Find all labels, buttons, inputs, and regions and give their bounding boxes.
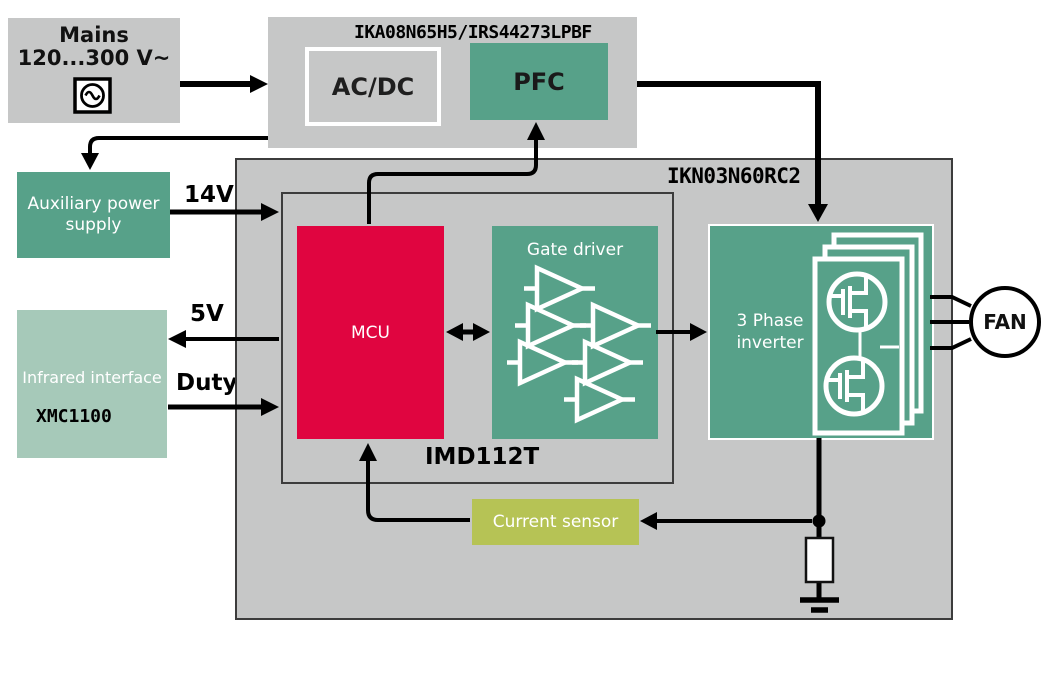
mains-block: Mains 120...300 V~ [8,18,180,123]
signal-label-14v: 14V [184,182,234,208]
signal-label-5v: 5V [190,301,224,327]
mains-voltage-range: 120...300 V~ [17,46,171,71]
infrared-interface-block: Infrared interface XMC1100 [17,310,167,458]
connector-stage-to-aux [88,136,268,155]
mcu-block: MCU [297,226,444,439]
signal-label-duty: Duty [176,370,238,396]
infrared-interface-label: Infrared interface [22,368,162,387]
acdc-pfc-stage: IKA08N65H5/IRS44273LPBF AC/DC PFC [268,17,637,148]
gate-driver-label: Gate driver [526,240,624,260]
infrared-part-number: XMC1100 [36,406,112,427]
current-sensor-block: Current sensor [472,499,639,545]
three-phase-inverter-label: 3 Phase inverter [736,311,804,354]
pfc-block: PFC [470,43,608,120]
acdc-block: AC/DC [305,47,441,126]
gate-driver-buffers-icon [507,264,651,424]
controller-part-number: IMD112T [425,444,540,470]
controller-block: MCU Gate driver [281,192,674,484]
mains-title: Mains [59,23,129,47]
gate-driver-block: Gate driver [492,226,658,439]
three-phase-inverter-block: 3 Phase inverter [708,224,934,440]
inverter-module-part-number: IKN03N60RC2 [667,164,801,188]
ac-source-icon [73,77,112,114]
aux-power-block: Auxiliary power supply [17,172,170,258]
fan-block: FAN [969,286,1041,358]
half-bridge-mosfets-icon [812,232,924,436]
inverter-module-block: IKN03N60RC2 MCU Gate driver [235,158,953,620]
stage-part-number: IKA08N65H5/IRS44273LPBF [354,22,592,43]
